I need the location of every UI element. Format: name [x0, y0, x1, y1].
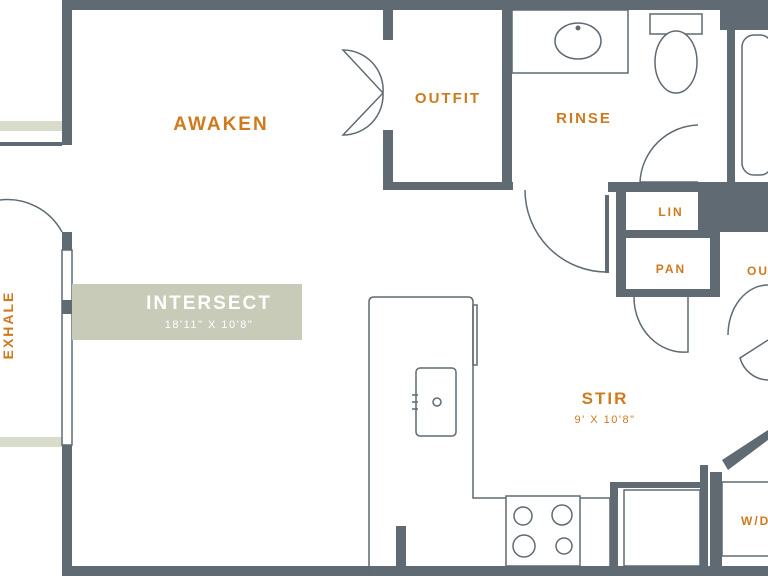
burner-1 — [513, 506, 533, 526]
rinse-bathroom — [511, 9, 768, 273]
bath-door-swing — [639, 124, 699, 183]
sink-drain — [432, 397, 442, 407]
closet-door-left-upper — [341, 49, 384, 94]
pan-door-swing — [633, 296, 689, 353]
bath-wall-bottom — [608, 182, 768, 192]
intersect-dimensions: 18'11" X 10'8" — [165, 319, 253, 331]
tub-wall — [727, 30, 735, 183]
vanity-counter — [511, 9, 629, 74]
balcony-wall-stub — [0, 142, 62, 146]
ou-door-swing-lower — [739, 339, 768, 381]
closet-wall-upper — [383, 0, 393, 40]
rinse-door-leaf — [605, 195, 609, 273]
burner-4 — [555, 537, 573, 555]
sink-basin — [554, 22, 602, 60]
balcony-door-swing — [0, 198, 63, 233]
intersect-highlight: INTERSECT 18'11" X 10'8" — [72, 284, 302, 340]
room-label-ou: OU — [747, 264, 768, 278]
closet-wall-bottom — [383, 182, 513, 190]
washer-dryer — [721, 481, 768, 557]
stir-kitchen — [368, 296, 768, 576]
intersect-label: INTERSECT — [146, 293, 272, 314]
balcony-rail-upper — [0, 121, 62, 131]
room-dimensions-stir: 9' X 10'8" — [574, 414, 635, 426]
wall-bottom — [62, 566, 768, 576]
toilet-bowl — [654, 30, 698, 94]
lin-pan-wall-right — [710, 182, 720, 297]
lin-pan-closets — [616, 182, 768, 381]
kitchen-island-counter — [368, 296, 611, 576]
bathtub — [741, 34, 768, 176]
closet-bath-divider — [502, 0, 512, 190]
room-label-awaken: AWAKEN — [173, 114, 268, 135]
sink-faucet — [575, 25, 581, 31]
closet-wall-lower — [383, 130, 393, 190]
wd-angled-wall — [722, 430, 768, 470]
room-label-exhale: EXHALE — [0, 291, 16, 360]
wall-top — [62, 0, 768, 10]
sink-faucet-marks — [412, 394, 418, 410]
sliding-door — [61, 249, 73, 446]
wall-top-right-block — [720, 0, 768, 30]
wd-wall-left — [700, 465, 708, 576]
intersect-box — [72, 284, 302, 340]
room-label-stir: STIR — [582, 389, 629, 408]
fridge-wall-left — [610, 482, 618, 576]
closet-door-left-lower — [341, 92, 384, 136]
pan-wall-bottom — [616, 289, 720, 297]
lin-pan-wall-left — [616, 182, 626, 297]
bath-corner-block — [698, 182, 768, 232]
room-label-wd: W/D — [741, 514, 768, 528]
room-label-outfit: OUTFIT — [415, 90, 481, 107]
sliding-door-mullion — [62, 300, 72, 314]
refrigerator — [623, 489, 701, 567]
ou-door-swing-upper — [727, 284, 768, 336]
room-label-lin: LIN — [658, 205, 683, 219]
room-label-rinse: RINSE — [556, 110, 612, 127]
burner-2 — [551, 504, 573, 526]
room-label-pan: PAN — [656, 262, 686, 276]
rinse-door-swing — [524, 189, 608, 273]
burner-3 — [512, 534, 536, 558]
wd-wall-inner — [710, 472, 722, 576]
exhale-balcony — [0, 121, 73, 447]
fridge-wall-top — [610, 482, 702, 488]
kitchen-sink — [415, 367, 457, 437]
lin-pan-divider — [616, 230, 720, 238]
wall-left-upper — [62, 0, 72, 145]
island-edge — [472, 304, 478, 366]
outfit-closet-walls — [341, 0, 513, 190]
balcony-rail-lower — [0, 437, 62, 447]
kitchen-wall-stub — [396, 526, 406, 576]
